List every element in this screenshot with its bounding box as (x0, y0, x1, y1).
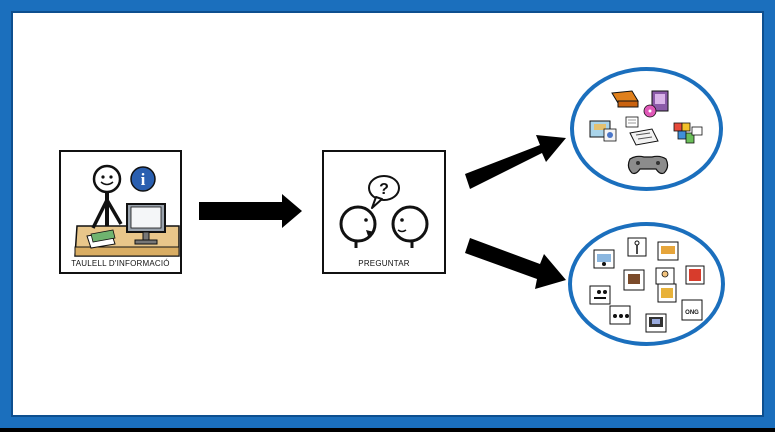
arrow-up-right (465, 135, 566, 189)
activity-card-7 (589, 285, 611, 305)
magazine-icon (589, 120, 617, 142)
svg-text:i: i (141, 170, 146, 189)
ask-caption: PREGUNTAR (358, 259, 410, 268)
info-icon (130, 166, 156, 192)
objects-pictograms (589, 90, 703, 175)
info-desk-card: i TAULELL D'INFORMACIÓ (59, 150, 182, 274)
toys-icon (673, 122, 703, 144)
newspaper-icon (629, 128, 659, 146)
book-icon (611, 90, 639, 108)
ask-card: ? PREGUNTAR (322, 150, 446, 274)
activities-pictograms: ONG (589, 237, 705, 333)
activities-cluster: ONG (568, 222, 725, 346)
ask-pictogram: ? (339, 175, 429, 248)
ong-card (681, 299, 703, 321)
info-desk-pictogram: i (74, 164, 180, 257)
svg-text:?: ? (379, 181, 389, 198)
arrow-right (199, 194, 302, 228)
arrow-down-right (465, 238, 566, 289)
documents-icon (625, 116, 639, 128)
svg-text:ONG: ONG (685, 310, 699, 316)
objects-cluster (570, 67, 723, 191)
dvd-icon (643, 90, 669, 118)
gamepad-icon (627, 155, 669, 175)
info-desk-caption: TAULELL D'INFORMACIÓ (71, 259, 170, 268)
